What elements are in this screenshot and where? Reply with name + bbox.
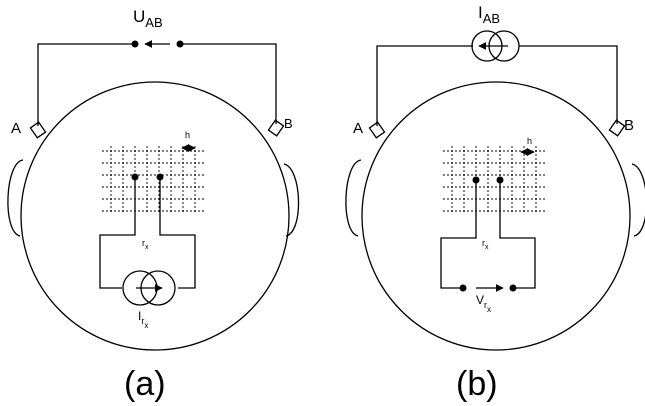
top-wire <box>376 45 473 126</box>
right-ear <box>631 163 645 237</box>
top-wire <box>37 43 135 126</box>
voltage-label: UAB <box>133 7 163 30</box>
electrode-a-label: A <box>353 120 363 137</box>
meter-terminal-right <box>509 284 517 292</box>
electrode-b-pad <box>267 119 285 137</box>
panel-a: UAB A B h rx <box>7 7 300 403</box>
left-ear <box>345 159 362 237</box>
terminal-right <box>176 40 184 48</box>
current-label: IAB <box>478 3 500 26</box>
head-outline <box>361 81 631 351</box>
internal-wire-right <box>159 177 196 289</box>
spacing-label: h <box>527 136 532 146</box>
spacing-label: h <box>185 130 190 140</box>
panel-b: IAB A B h rx <box>345 3 645 403</box>
meter-terminal-left <box>459 284 467 292</box>
electrode-b-pad <box>608 119 626 137</box>
right-ear <box>283 163 300 237</box>
electrode-b-label: B <box>284 116 293 131</box>
electrode-a-label: A <box>11 120 21 137</box>
electrode-a-pad <box>29 121 47 139</box>
head-outline <box>20 81 290 351</box>
internal-wire <box>440 180 477 289</box>
electrode-a-pad <box>368 121 386 139</box>
internal-wire <box>99 177 136 289</box>
internal-wire-right <box>499 180 536 289</box>
grid <box>102 146 204 214</box>
node-label: rx <box>142 238 149 251</box>
electrode-b-label: B <box>624 117 634 134</box>
terminal-left <box>131 40 139 48</box>
caption-b: (b) <box>456 365 498 403</box>
current-source-label: Irx <box>138 309 148 330</box>
left-ear <box>7 159 24 237</box>
grid <box>443 146 545 214</box>
top-wire-right <box>519 45 618 124</box>
node-label: rx <box>482 238 489 251</box>
top-wire-right <box>180 43 277 124</box>
caption-a: (a) <box>124 365 166 403</box>
meter-label: Vrx <box>476 293 491 314</box>
